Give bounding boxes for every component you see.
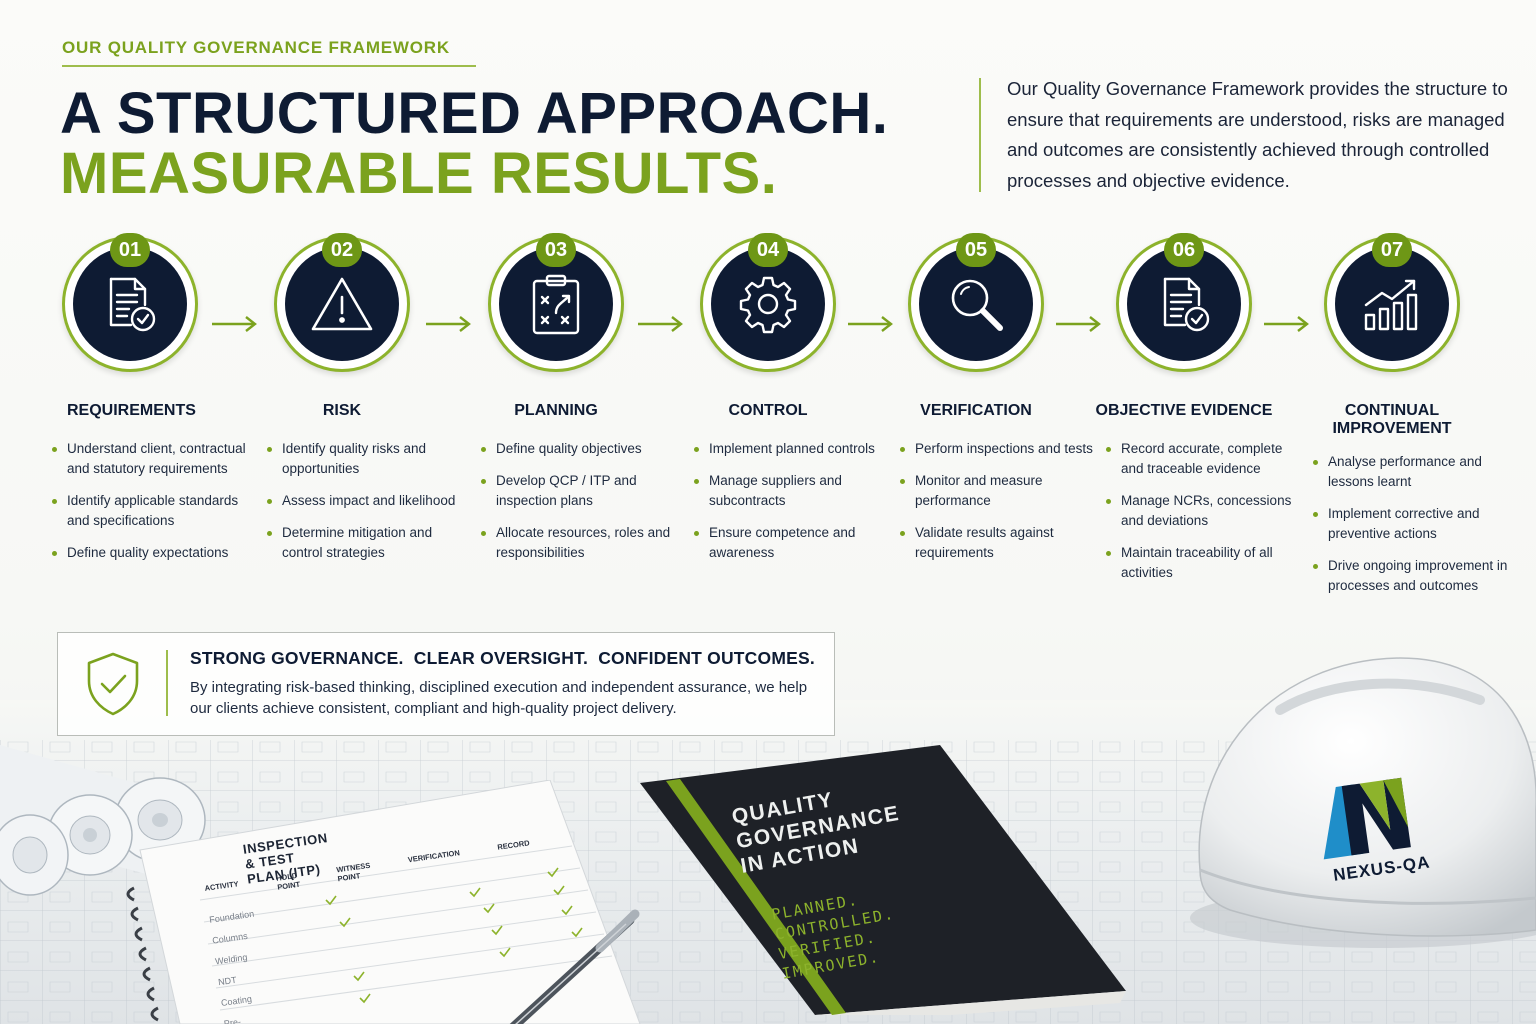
list-item: Identify quality risks and opportunities (267, 439, 462, 479)
list-item: Implement corrective and preventive acti… (1313, 504, 1508, 544)
list-item: Develop QCP / ITP and inspection plans (481, 471, 676, 511)
arrow-right-icon (426, 316, 471, 332)
step-number-badge: 04 (748, 233, 788, 267)
intro-divider (979, 78, 981, 192)
list-item: Manage NCRs, concessions and deviations (1106, 491, 1301, 531)
step-bullet-list: Record accurate, complete and traceable … (1106, 439, 1301, 595)
step-bullet-list: Implement planned controls Manage suppli… (694, 439, 889, 575)
eyebrow-label: OUR QUALITY GOVERNANCE FRAMEWORK (62, 38, 450, 57)
headline-line-2: MEASURABLE RESULTS. (60, 141, 778, 206)
list-item: Implement planned controls (694, 439, 889, 459)
step-bullet-list: Identify quality risks and opportunities… (267, 439, 462, 575)
banner-divider (166, 650, 168, 716)
list-item: Validate results against requirements (900, 523, 1095, 563)
list-item: Monitor and measure performance (900, 471, 1095, 511)
list-item: Maintain traceability of all activities (1106, 543, 1301, 583)
step-number-badge: 03 (536, 233, 576, 267)
list-item: Analyse performance and lessons learnt (1313, 452, 1508, 492)
banner-body: By integrating risk-based thinking, disc… (190, 679, 808, 717)
step-title: OBJECTIVE EVIDENCE (1095, 402, 1273, 419)
clipboard-plan-icon (499, 247, 613, 361)
book-cover-shape (640, 745, 1126, 1015)
governance-banner: STRONG GOVERNANCE. CLEAR OVERSIGHT. CONF… (57, 632, 835, 736)
arrow-right-icon (212, 316, 257, 332)
step-bullet-list: Analyse performance and lessons learnt I… (1313, 452, 1508, 608)
step-title: PLANNING (514, 402, 598, 419)
step-title: REQUIREMENTS (67, 402, 196, 419)
hard-hat-image: NEXUS-QA (1160, 640, 1536, 950)
step-title: CONTROL (728, 402, 808, 419)
list-item: Define quality objectives (481, 439, 676, 459)
step-bullet-list: Understand client, contractual and statu… (52, 439, 247, 575)
itp-checkmarks (325, 867, 583, 1004)
headline-line-1: A STRUCTURED APPROACH. (60, 81, 889, 146)
list-item: Understand client, contractual and statu… (52, 439, 247, 479)
list-item: Determine mitigation and control strateg… (267, 523, 462, 563)
step-number-badge: 06 (1164, 233, 1204, 267)
list-item: Record accurate, complete and traceable … (1106, 439, 1301, 479)
list-item: Define quality expectations (52, 543, 247, 563)
rolled-drawings-image (0, 745, 206, 896)
step-title: VERIFICATION (920, 402, 1032, 419)
eyebrow-underline (62, 65, 476, 67)
step-bullet-list: Perform inspections and tests Monitor an… (900, 439, 1095, 575)
step-title: CONTINUAL IMPROVEMENT (1332, 402, 1452, 437)
intro-paragraph: Our Quality Governance Framework provide… (1007, 78, 1508, 191)
headline: A STRUCTURED APPROACH. MEASURABLE RESULT… (60, 84, 888, 204)
list-item: Perform inspections and tests (900, 439, 1095, 459)
list-item: Ensure competence and awareness (694, 523, 889, 563)
step-number-badge: 05 (956, 233, 996, 267)
pen-image (509, 909, 640, 1024)
list-item: Assess impact and likelihood (267, 491, 462, 511)
list-item: Identify applicable standards and specif… (52, 491, 247, 531)
arrow-right-icon (1264, 316, 1309, 332)
hard-hat-shape (1190, 657, 1536, 948)
banner-title: STRONG GOVERNANCE. CLEAR OVERSIGHT. CONF… (190, 648, 815, 668)
list-item: Allocate resources, roles and responsibi… (481, 523, 676, 563)
list-item: Manage suppliers and subcontracts (694, 471, 889, 511)
step-number-badge: 07 (1372, 233, 1412, 267)
shield-check-icon (87, 652, 139, 716)
step-title: RISK (322, 402, 362, 419)
step-number-badge: 02 (322, 233, 362, 267)
list-item: Drive ongoing improvement in processes a… (1313, 556, 1508, 596)
step-number-badge: 01 (110, 233, 150, 267)
arrow-right-icon (638, 316, 683, 332)
arrow-right-icon (848, 316, 893, 332)
arrow-right-icon (1056, 316, 1101, 332)
notebook-page-shape (126, 780, 641, 1024)
step-bullet-list: Define quality objectives Develop QCP / … (481, 439, 676, 575)
